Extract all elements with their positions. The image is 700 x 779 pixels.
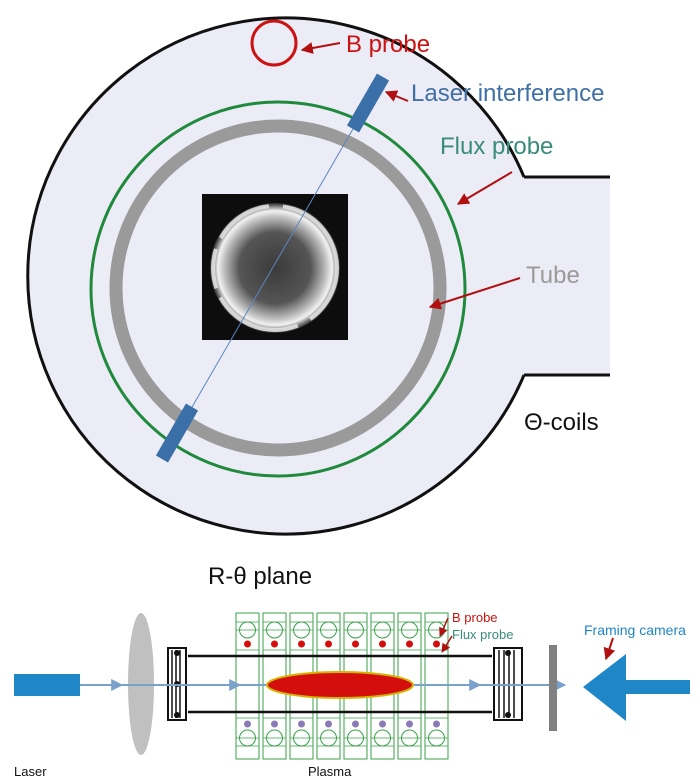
flux-probe-dot [352,720,359,728]
side-flux-probe-arrow [441,635,453,653]
b-probe-dot [271,640,278,648]
top-view: B probe Laser interference Flux probe Tu… [26,16,610,590]
laser-interference-label: Laser interference [411,80,604,107]
b-probe-dot [406,640,413,648]
flux-probe-arrow [456,171,513,205]
b-probe-label: B probe [346,31,430,58]
plasma-column [266,671,414,699]
b-probe-dot [433,640,440,648]
laser-label: Laser [14,764,47,779]
b-probe-dot [325,640,332,648]
flux-probe-ring [89,100,467,478]
flux-probe-dot [244,720,251,728]
plasma-image [210,203,340,333]
tube-arrow [428,277,521,310]
side-view: B probe Flux probe Framing camera Laser … [14,610,690,779]
framing-camera-label: Framing camera [584,622,686,638]
side-b-probe-label: B probe [452,610,498,625]
tube-ring [109,119,447,457]
laser-window-bottom [155,403,199,463]
plasma-image-rim [211,204,339,332]
camera-arrow [603,637,616,661]
chamber-wall [26,16,526,536]
flux-probe-dot [433,720,440,728]
flux-probe-dot [298,720,305,728]
laser-arrow [384,90,409,102]
flux-probe-dot [379,720,386,728]
plasma-label: Plasma [308,764,352,779]
side-b-probe-arrow [439,617,449,637]
flux-probe-dot [325,720,332,728]
side-flux-probe-label: Flux probe [452,627,513,642]
coils-label: Θ-coils [524,409,599,436]
b-probe-arrow [300,42,341,54]
b-probe-loop [250,19,298,67]
flux-probe-label: Flux probe [440,133,553,160]
tube-label: Tube [526,262,580,289]
plane-label: R-θ plane [208,563,312,590]
b-probe-dot [352,640,359,648]
filter-plate [549,645,557,731]
b-probe-dot [244,640,251,648]
framing-camera [583,654,690,721]
laser-beam-line [176,102,369,434]
b-probe-dot [298,640,305,648]
b-probe-dot [379,640,386,648]
probe-dots [244,640,440,728]
flux-probe-dot [271,720,278,728]
flux-probe-dot [406,720,413,728]
laser-window-top [346,73,390,133]
laser-source [14,674,80,696]
